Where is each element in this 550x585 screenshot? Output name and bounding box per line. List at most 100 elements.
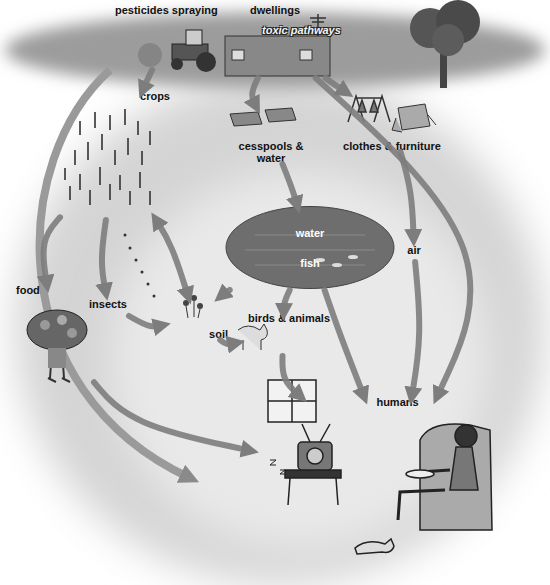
pathway-arrow — [94, 382, 250, 450]
node-label: pesticides spraying — [115, 4, 218, 16]
insect-trail — [124, 234, 127, 237]
compartment-label: food — [16, 284, 94, 388]
pathway-arrow — [284, 290, 290, 312]
water-pond: water fish — [225, 205, 395, 290]
pathway-arrow — [282, 164, 297, 205]
node-label: humans — [376, 396, 418, 408]
flower-carrier — [57, 315, 67, 325]
fish-icon — [332, 263, 342, 267]
living-room — [268, 380, 316, 422]
flower-carrier — [48, 348, 66, 368]
source-label: pesticides spraying — [115, 4, 220, 70]
compartment-label: cesspools & water — [225, 106, 317, 164]
flower-carrier — [27, 310, 87, 382]
living-room — [298, 442, 332, 470]
flowers — [191, 295, 197, 301]
fish-icon — [348, 255, 358, 259]
clothes-rack — [358, 100, 378, 112]
living-room — [398, 470, 450, 520]
pathway-arrow — [282, 356, 300, 396]
background-haze — [15, 75, 545, 585]
insect-trail — [147, 283, 150, 286]
pathway-arrow — [325, 78, 345, 92]
pathway-arrow — [102, 220, 106, 292]
pathway-arrow — [143, 70, 152, 90]
pathway-arrow — [412, 262, 419, 396]
pathway-arrow — [252, 78, 258, 106]
insect-trail — [141, 271, 144, 274]
node-label: dwellings — [250, 4, 300, 16]
house — [225, 36, 330, 76]
living-room — [288, 478, 338, 505]
tractor-sprayer — [186, 30, 202, 45]
small-dog — [238, 324, 267, 350]
receptor-area: humans — [250, 396, 545, 568]
house — [300, 50, 312, 60]
compartment-label: soil — [162, 296, 228, 340]
node-label: insects — [89, 298, 127, 310]
node-label: air — [407, 244, 420, 256]
living-room — [455, 425, 477, 447]
tree — [432, 24, 464, 56]
pathway-arrow — [325, 290, 364, 396]
pathway-arrow — [129, 316, 162, 326]
cesspool-slabs — [265, 108, 296, 122]
pathway-arrow — [44, 217, 60, 284]
insect-trail — [129, 247, 132, 250]
compartment-label: air — [392, 238, 436, 262]
node-label: soil — [209, 328, 228, 340]
node-label: water — [296, 227, 325, 239]
pond-outline — [226, 207, 394, 289]
living-room — [302, 424, 330, 442]
pond-shape — [225, 205, 395, 290]
living-room — [268, 380, 316, 422]
living-room — [285, 470, 341, 478]
node-label: food — [16, 284, 40, 296]
flower-carrier — [67, 328, 77, 338]
living-room — [450, 447, 478, 490]
pathway-arrow — [40, 70, 190, 478]
armchair — [392, 104, 436, 132]
tractor-sprayer — [171, 58, 183, 70]
source-label: dwellings — [215, 4, 335, 78]
background-haze — [5, 12, 545, 585]
insect-trail — [153, 295, 156, 298]
node-label: cesspools & water — [225, 140, 317, 164]
living-room — [270, 460, 285, 474]
living-room — [406, 470, 434, 478]
tree — [410, 0, 480, 88]
pathway-arrow — [221, 290, 230, 296]
compartment-label: birds & animals — [236, 312, 330, 356]
house — [232, 50, 244, 60]
living-room — [268, 380, 492, 554]
house — [225, 14, 330, 76]
tractor-sprayer — [196, 52, 216, 72]
compartment-label: insects — [80, 292, 136, 316]
living-room — [307, 448, 323, 464]
pathway-arrow — [156, 220, 188, 296]
tractor-sprayer — [138, 30, 216, 72]
insect-trail — [135, 259, 138, 262]
clothes-rack — [348, 96, 390, 122]
cesspool-slabs — [230, 112, 262, 126]
node-label: clothes & furniture — [343, 140, 441, 152]
building-sign: toxic pathways — [262, 24, 341, 36]
pathway-arrow — [401, 152, 414, 238]
node-label: crops — [140, 90, 170, 102]
compartment-label: clothes & furniture — [342, 92, 442, 152]
flower-carrier — [40, 320, 50, 330]
cesspool-slabs — [230, 108, 296, 126]
pathway-arrow — [220, 340, 236, 344]
compartment-label: crops — [60, 90, 170, 220]
node-label: fish — [300, 257, 320, 269]
flower-carrier — [27, 310, 87, 350]
clothes-rack — [348, 96, 390, 122]
crop-plants — [65, 109, 150, 205]
flowers — [197, 303, 203, 309]
flowers — [183, 300, 189, 306]
tractor-sprayer — [138, 43, 162, 67]
flowers — [186, 301, 200, 318]
